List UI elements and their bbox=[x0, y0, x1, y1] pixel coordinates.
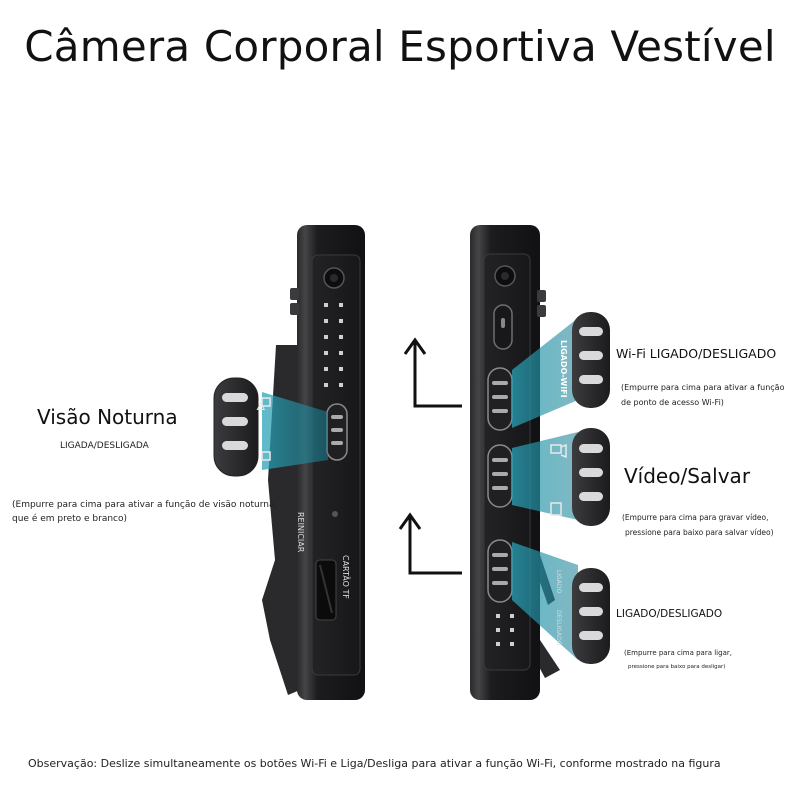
save-icon bbox=[550, 502, 562, 516]
video-switch-device bbox=[487, 444, 513, 508]
power-switch-device bbox=[487, 539, 513, 603]
restart-label: REINICIAR bbox=[296, 512, 305, 553]
power-desc: (Empurre para cima para ligar, bbox=[624, 649, 732, 657]
camera-icon bbox=[550, 443, 567, 459]
night-vision-switch-zoom: 🜁 bbox=[213, 377, 266, 477]
arrow-up-icon bbox=[398, 512, 462, 575]
svg-text:🜁: 🜁 bbox=[256, 400, 266, 413]
wifi-title: Wi-Fi LIGADO/DESLIGADO bbox=[616, 346, 777, 361]
tf-card-label: CARTÃO TF bbox=[341, 555, 350, 599]
wifi-switch-label: LIGADO-WIFI bbox=[559, 340, 568, 398]
night-vision-subtitle: LIGADA/DESLIGADA bbox=[60, 441, 149, 451]
power-title: LIGADO/DESLIGADO bbox=[616, 608, 723, 620]
page-title: Câmera Corporal Esportiva Vestível bbox=[24, 22, 776, 71]
wifi-desc: (Empurre para cima para ativar a função bbox=[621, 383, 785, 392]
video-desc-2: pressione para baixo para salvar vídeo) bbox=[625, 528, 774, 537]
power-switch-zoom bbox=[572, 568, 610, 664]
footnote: Observação: Deslize simultaneamente os b… bbox=[28, 757, 721, 770]
power-desc-2: pressione para baixo para desligar) bbox=[628, 664, 726, 670]
wifi-switch-device bbox=[487, 367, 513, 431]
speaker-grid-right bbox=[496, 614, 514, 646]
onoff-switch-label: LIGADO bbox=[555, 570, 562, 594]
off-switch-label: DESLIGADO bbox=[555, 610, 562, 646]
night-vision-desc-2: que é em preto e branco) bbox=[12, 514, 128, 524]
left-camera bbox=[262, 225, 365, 700]
speaker-grid-left bbox=[324, 303, 343, 387]
video-switch-zoom bbox=[572, 428, 610, 526]
night-vision-desc: (Empurre para cima para ativar a função … bbox=[12, 500, 278, 510]
video-title: Vídeo/Salvar bbox=[624, 464, 751, 488]
video-desc: (Empurre para cima para gravar vídeo, bbox=[622, 513, 769, 522]
night-vision-title: Visão Noturna bbox=[37, 405, 178, 429]
night-mode-icon bbox=[261, 397, 271, 461]
wifi-desc-2: de ponto de acesso Wi-Fi) bbox=[621, 398, 724, 407]
arrow-up-icon bbox=[403, 337, 462, 408]
wifi-switch-zoom bbox=[572, 312, 610, 408]
